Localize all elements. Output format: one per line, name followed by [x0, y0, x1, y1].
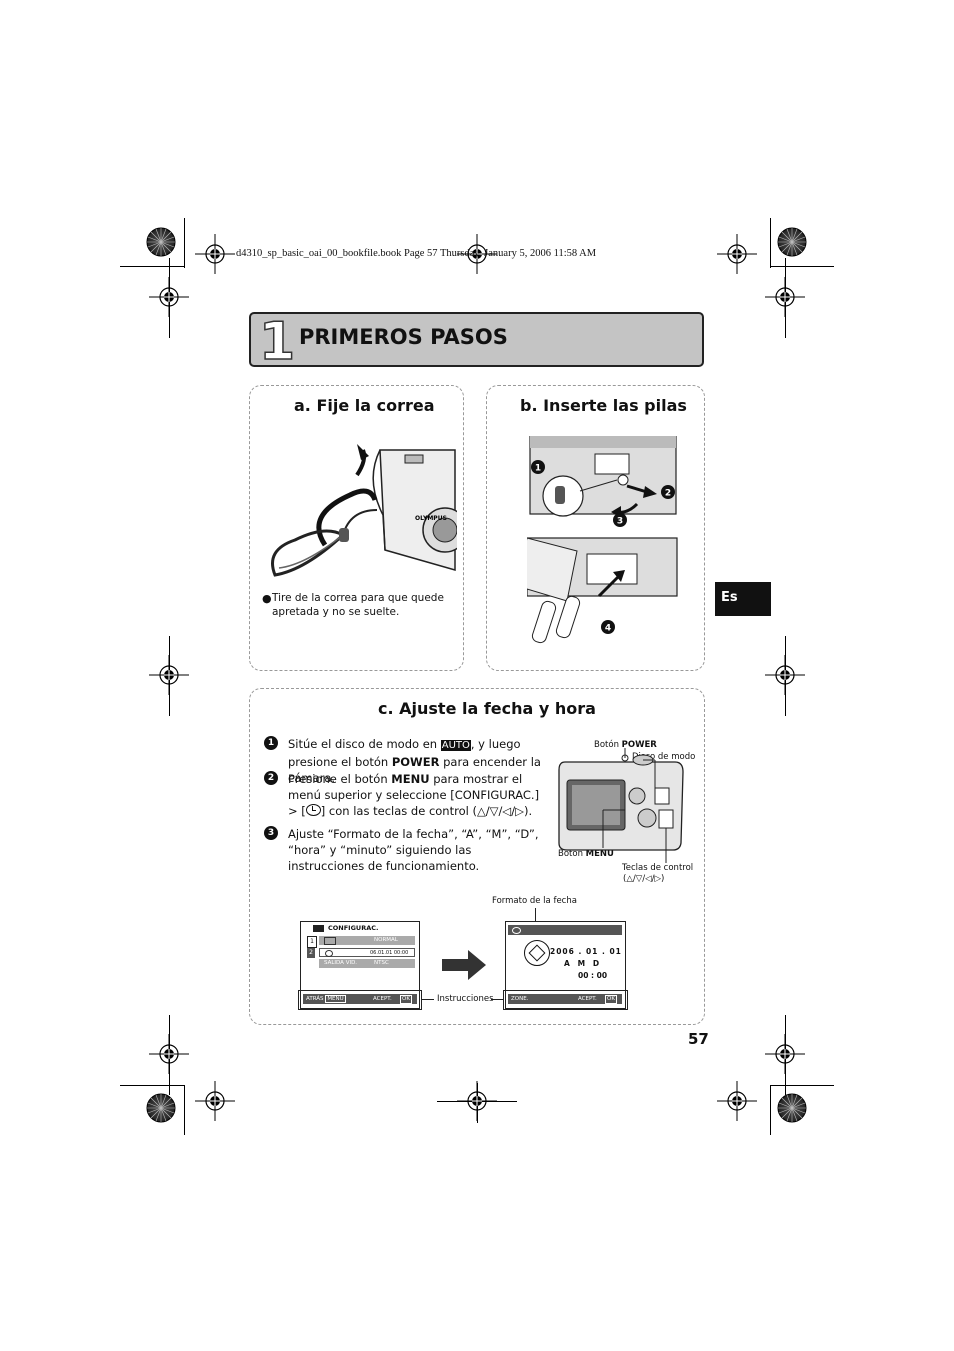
menu-row-1: NORMAL: [319, 936, 415, 945]
footer-accept-2: ACEPT.: [578, 996, 597, 1002]
step-2-text-4: ).: [523, 804, 533, 818]
instructions-bracket-1: [298, 990, 422, 1010]
file-label: d4310_sp_basic_oai_00_bookfile.book Page…: [236, 248, 597, 259]
date-value: 2006 . 01 . 01: [550, 947, 622, 956]
marker-4: 4: [605, 624, 611, 634]
chapter-title: PRIMEROS PASOS: [299, 325, 508, 349]
control-keys-label: Teclas de control: [622, 863, 694, 873]
battery-illustration: 1 2 3 4: [527, 436, 678, 644]
control-arrows-icon: △/▽/◁/▷: [476, 804, 524, 818]
step-1-text-2: , y luego presione el botón: [288, 737, 521, 769]
step-3-text: Ajuste “Formato de la fecha”, “A”, “M”, …: [288, 827, 539, 873]
screen-title: CONFIGURAC.: [328, 924, 379, 932]
step-2: 2 Presione el botón MENU para mostrar el…: [264, 771, 550, 819]
marker-1: 1: [535, 464, 541, 474]
panel-c-title: c. Ajuste la fecha y hora: [378, 699, 596, 718]
date-format-label: Formato de la fecha: [492, 896, 577, 906]
marker-3: 3: [617, 517, 623, 527]
setup-menu-screen: CONFIGURAC. 1 2 NORMAL 06.01.01 00:00 SA…: [300, 921, 420, 1009]
header-clock-icon: [512, 927, 521, 934]
control-keys-arrows: (△/▽/◁/▷): [623, 874, 665, 884]
instructions-bracket-2: [503, 990, 628, 1010]
next-arrow-icon: [442, 950, 486, 980]
language-tab: Es: [715, 582, 771, 616]
instructions-label: Instrucciones: [437, 994, 494, 1004]
date-order: A M D: [564, 959, 600, 968]
footer-zone: ZONE.: [511, 996, 529, 1002]
step-2-text-2: para mostrar el menú superior y seleccio…: [288, 772, 540, 818]
panel-a-title: a. Fije la correa: [294, 396, 435, 415]
menu-word: MENU: [391, 772, 430, 786]
row-1-value: NORMAL: [374, 937, 398, 943]
page-number: 57: [688, 1030, 709, 1048]
camera-back-illustration: [558, 748, 684, 863]
step-3: 3 Ajuste “Formato de la fecha”, “A”, “M”…: [264, 826, 550, 874]
tab-1: 1: [307, 936, 317, 948]
instructions-line-1: [422, 999, 434, 1000]
row-2-clock-icon: [325, 950, 333, 957]
footer-ok-key: OK: [400, 995, 412, 1004]
step-3-number: 3: [264, 826, 278, 840]
step-1: 1 Sitúe el disco de modo en AUTO, y lueg…: [264, 736, 550, 786]
menu-row-3: SALIDA VID. NTSC: [319, 959, 415, 968]
row-3-value: NTSC: [374, 960, 389, 966]
brand-text: OLYMPUS: [415, 515, 447, 522]
panel-strap: [249, 385, 464, 671]
strap-illustration: OLYMPUS: [271, 444, 457, 577]
instructions-line-2: [491, 999, 503, 1000]
date-time-screen: 2006 . 01 . 01 A M D 00 : 00 ZONE. ACEPT…: [505, 921, 626, 1009]
menu-row-2: 06.01.01 00:00: [319, 948, 415, 957]
step-1-text-3: para encender la cámara.: [288, 755, 541, 785]
footer-ok-key-2: OK: [605, 995, 617, 1004]
bullet: ●: [262, 592, 272, 605]
step-2-text-3: ] con las teclas de control (: [320, 804, 477, 818]
time-value: 00 : 00: [578, 971, 608, 980]
setup-icon: [313, 925, 324, 932]
step-1-text: Sitúe el disco de modo en: [288, 737, 441, 751]
date-screen-footer: ZONE. ACEPT. OK: [508, 994, 622, 1004]
marker-2: 2: [665, 489, 671, 499]
menu-button-label: Botón MENU: [558, 849, 614, 859]
power-button-label: Botón POWER: [594, 740, 657, 750]
screen-footer: ATRÁS MENU ACEPT. OK: [303, 994, 417, 1004]
selector-diamond-icon: [528, 944, 546, 962]
panel-b-title: b. Inserte las pilas: [520, 396, 687, 415]
tab-2: 2: [307, 948, 315, 958]
power-word: POWER: [391, 755, 440, 769]
step-2-number: 2: [264, 771, 278, 785]
auto-mode-icon: AUTO: [440, 740, 471, 751]
clock-icon: [305, 804, 321, 816]
chapter-number: 1: [258, 311, 296, 373]
step-2-text: Presione el botón: [288, 772, 392, 786]
footer-back: ATRÁS: [306, 996, 324, 1002]
row-1-icon: [324, 937, 336, 945]
panel-battery: [486, 385, 705, 671]
row-2-value: 06.01.01 00:00: [370, 950, 409, 956]
panel-date-time: [249, 688, 705, 1025]
date-screen-header: [508, 925, 622, 935]
footer-menu-key: MENU: [325, 995, 346, 1003]
mode-dial-label: Disco de modo: [632, 752, 696, 762]
date-format-selector: [524, 940, 550, 966]
chapter-heading: 1 PRIMEROS PASOS: [249, 311, 704, 373]
row-3-label: SALIDA VID.: [324, 960, 358, 966]
step-1-number: 1: [264, 736, 278, 750]
strap-note: Tire de la correa para que quede apretad…: [272, 592, 444, 618]
footer-accept: ACEPT.: [373, 996, 392, 1002]
